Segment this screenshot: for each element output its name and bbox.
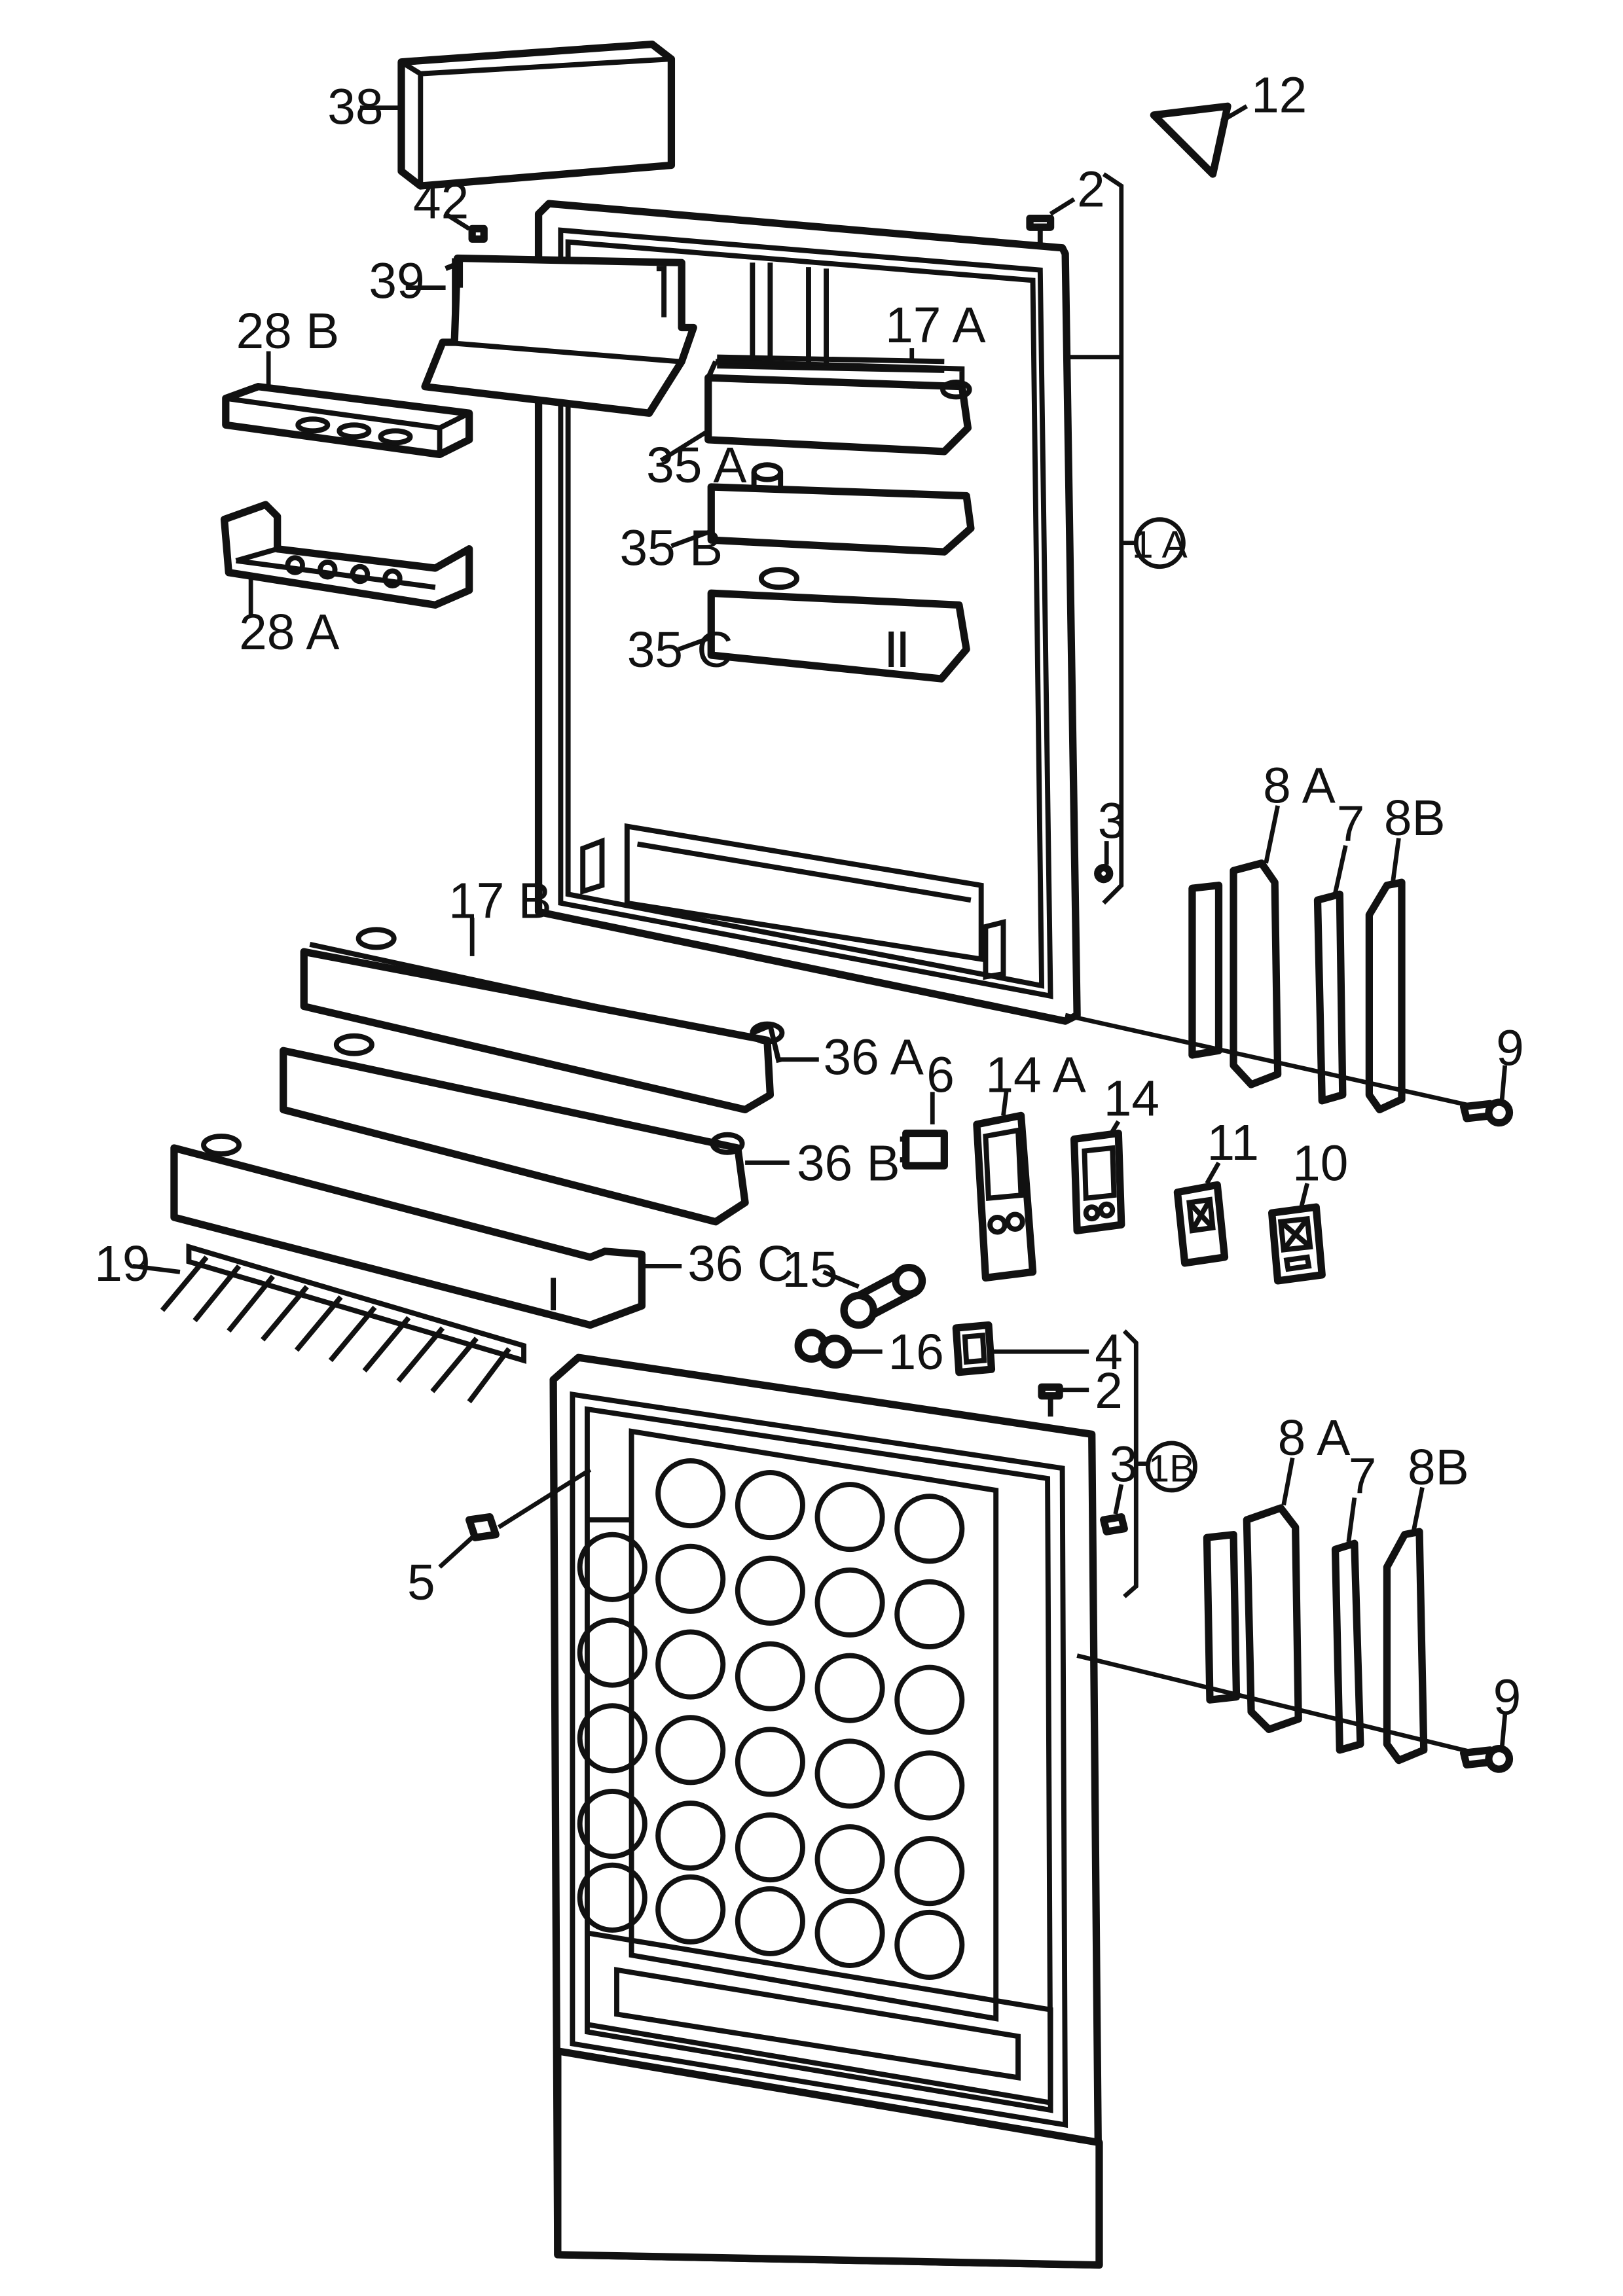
- part-28a-egg-rack: [220, 501, 473, 609]
- callout-8b-lower: 8B: [1408, 1440, 1469, 1496]
- part-4-bushing: [952, 1321, 996, 1376]
- callout-36b: 36 B: [797, 1136, 900, 1192]
- callout-1a-circle: [1133, 517, 1186, 569]
- callout-12: 12: [1251, 67, 1307, 123]
- callout-39: 39: [369, 253, 424, 309]
- callout-35c: 35 C: [627, 622, 733, 678]
- part-39-dairy-compartment: [421, 254, 697, 417]
- callout-38: 38: [327, 79, 383, 135]
- callout-36a: 36 A: [824, 1030, 924, 1085]
- callout-3-upper: 3: [1098, 794, 1126, 850]
- part-7-strip-lower: [1331, 1539, 1364, 1754]
- part-35a-shelf: [704, 359, 972, 456]
- callout-7-lower: 7: [1349, 1449, 1377, 1505]
- part-8b-handle-upper: [1365, 878, 1406, 1114]
- part-2-screw-lower: [1038, 1383, 1063, 1417]
- callout-2-lower: 2: [1095, 1363, 1123, 1419]
- part-3-screw-lower: [1100, 1513, 1128, 1535]
- callout-28a: 28 A: [239, 605, 339, 660]
- callout-15: 15: [782, 1242, 837, 1298]
- callout-35b: 35 B: [620, 520, 723, 576]
- callout-35a: 35 A: [646, 438, 746, 493]
- part-42-clip: [468, 224, 488, 243]
- lower-door: [549, 1354, 1103, 2269]
- part-15-hinge-pin: [840, 1263, 926, 1329]
- part-12-wedge: [1150, 102, 1231, 178]
- callout-7-upper: 7: [1337, 797, 1365, 852]
- part-14-panel: [1070, 1129, 1125, 1234]
- callout-1a: 1 A: [1132, 524, 1188, 566]
- callout-1b-circle: [1145, 1441, 1197, 1493]
- callout-9-lower: 9: [1493, 1670, 1522, 1726]
- part-2-screw-top: [1026, 215, 1055, 243]
- callout-10: 10: [1292, 1136, 1348, 1192]
- part-5-plug: [465, 1513, 500, 1541]
- part-7-strip-upper: [1313, 890, 1347, 1105]
- part-36a-shelf: [300, 927, 785, 1114]
- part-8b-handle-lower: [1383, 1528, 1428, 1765]
- callout-1b: 1B: [1148, 1448, 1195, 1490]
- callout-5: 5: [407, 1555, 435, 1611]
- part-9-screw-lower: [1459, 1744, 1514, 1773]
- callout-14: 14: [1104, 1071, 1159, 1126]
- part-6-clip: [900, 1129, 948, 1170]
- part-28b-egg-tray: [222, 383, 473, 459]
- callout-8b-upper: 8B: [1384, 791, 1446, 846]
- callout-17a: 17 A: [885, 298, 985, 353]
- callout-17b: 17 B: [448, 873, 552, 929]
- part-17a-bar: [717, 354, 945, 373]
- part-36b-shelf: [280, 1033, 749, 1226]
- part-9-screw-upper: [1459, 1098, 1514, 1127]
- part-8a-handle-upper: [1188, 859, 1282, 1088]
- callout-19: 19: [94, 1236, 150, 1292]
- part-8a-handle-lower: [1203, 1504, 1302, 1733]
- part-11-label: [1173, 1181, 1229, 1267]
- part-10-label: [1268, 1203, 1326, 1285]
- door-grid-circles: [577, 1458, 965, 1980]
- callout-16: 16: [888, 1325, 944, 1380]
- callout-36c: 36 C: [687, 1236, 793, 1292]
- callout-8a-lower: 8 A: [1278, 1410, 1351, 1466]
- callout-11: 11: [1207, 1115, 1259, 1171]
- callout-3-lower: 3: [1110, 1437, 1138, 1493]
- callout-8a-upper: 8 A: [1263, 758, 1336, 814]
- part-16-cam: [794, 1329, 852, 1369]
- callout-4: 4: [1095, 1325, 1123, 1380]
- part-36c-shelf: [170, 1134, 646, 1329]
- callout-42: 42: [413, 174, 469, 230]
- part-38-box: [397, 40, 676, 190]
- part-19-guard-rail: [160, 1243, 526, 1404]
- callout-9-upper: 9: [1496, 1021, 1524, 1077]
- part-14a-panel: [973, 1111, 1037, 1282]
- callout-2-top: 2: [1077, 162, 1105, 218]
- part-3-screw-upper: [1094, 864, 1114, 884]
- callout-6: 6: [926, 1047, 955, 1103]
- part-35c-shelf: [707, 567, 970, 683]
- callout-28b: 28 B: [236, 304, 340, 359]
- callout-14a: 14 A: [985, 1047, 1085, 1103]
